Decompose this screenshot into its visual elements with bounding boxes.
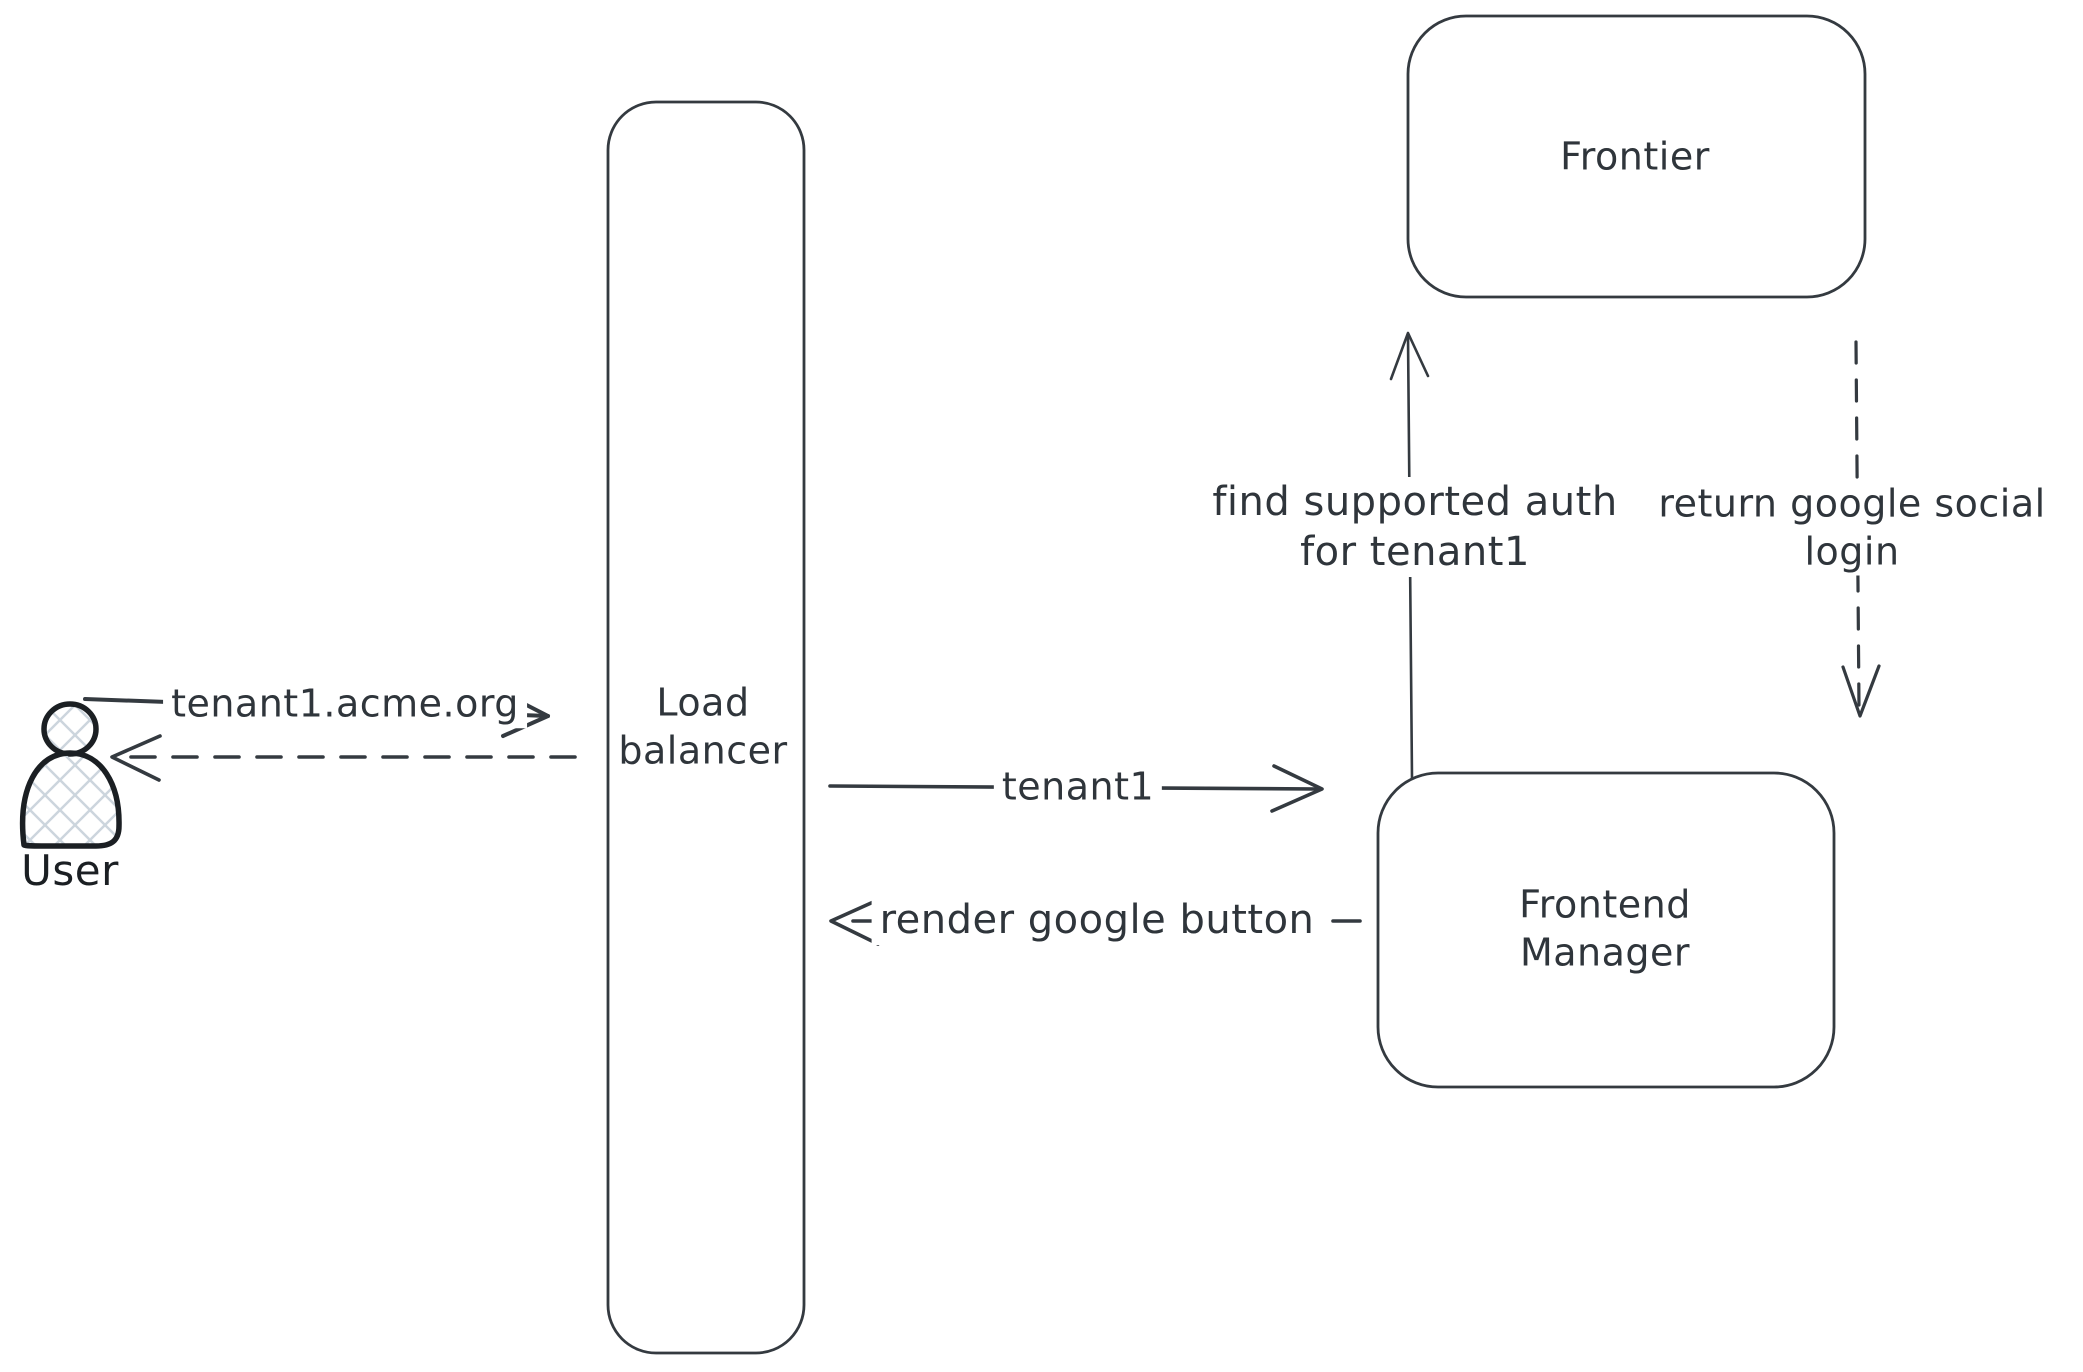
edge-label-return-social-line2: login [1804, 529, 1900, 573]
edge-label-tenant1: tenant1 [993, 763, 1163, 811]
frontend-manager-box[interactable] [1376, 771, 1836, 1089]
load-balancer-box[interactable] [606, 100, 806, 1355]
frontier-label: Frontier [1560, 134, 1710, 179]
frontier-box[interactable] [1406, 14, 1867, 299]
arrow-response-to-user[interactable] [110, 734, 577, 782]
edge-label-find-auth-line1: find supported auth [1212, 479, 1618, 525]
edge-label-find-auth: find supported auth for tenant1 [1204, 477, 1626, 577]
load-balancer-label: Load balancer [618, 680, 787, 775]
frontend-manager-label-line2: Manager [1519, 930, 1691, 974]
frontend-manager-label-line1: Frontend [1519, 882, 1691, 927]
edge-label-render-google-button: render google button [871, 895, 1323, 945]
load-balancer-label-line1: Load [656, 680, 750, 725]
edge-label-find-auth-line2: for tenant1 [1300, 529, 1530, 575]
arrow-return-social[interactable] [1841, 340, 1881, 718]
edge-label-request-domain: tenant1.acme.org [163, 680, 527, 728]
user-label: User [21, 845, 119, 895]
frontend-manager-label: Frontend Manager [1519, 882, 1691, 977]
user-icon[interactable] [20, 701, 122, 849]
edge-label-return-social: return google social login [1650, 480, 2054, 576]
load-balancer-label-line2: balancer [618, 728, 788, 772]
edge-label-return-social-line1: return google social [1658, 481, 2046, 526]
